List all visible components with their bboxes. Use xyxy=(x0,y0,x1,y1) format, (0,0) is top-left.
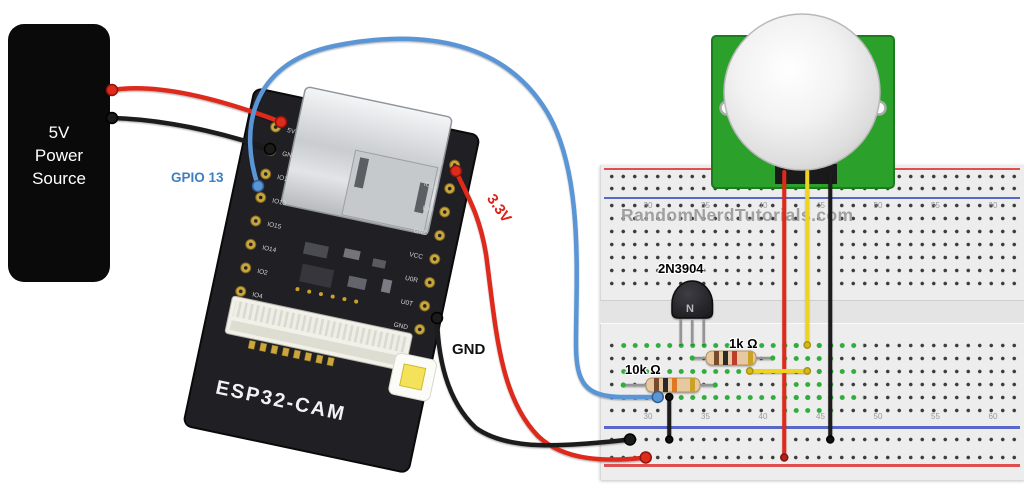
endpoint-pir-gnd xyxy=(826,435,835,444)
column-number: 60 xyxy=(988,201,998,210)
endpoint-gnd-rail xyxy=(623,433,637,446)
column-number: 40 xyxy=(758,201,768,210)
resistor-1k xyxy=(692,350,773,366)
bottom-rail-holes xyxy=(606,433,1018,446)
endpoint-jumper-gnd xyxy=(665,435,674,444)
pin-label: IO16 xyxy=(423,181,439,191)
pin-hole xyxy=(417,327,422,332)
column-number: 45 xyxy=(816,201,825,210)
breadboard-watermark: RandomNerdTutorials.com xyxy=(621,205,854,225)
wire-gpio13 xyxy=(247,36,660,400)
top-rail-blue-line xyxy=(604,196,1020,199)
pin-label: GND xyxy=(413,228,429,238)
endpoint-pir-out xyxy=(803,341,812,349)
endpoint-power-5v xyxy=(105,83,119,97)
pin-hole xyxy=(432,257,437,261)
connected-holes xyxy=(778,338,836,417)
bottom-rail-red-line xyxy=(604,464,1020,467)
endpoint-3v3-rail xyxy=(639,451,652,464)
endpoint-jumper xyxy=(803,367,812,375)
pin-hole xyxy=(253,219,258,223)
wire-endpoints xyxy=(105,83,835,464)
column-number: 45 xyxy=(816,412,825,421)
endpoint-jumper-gnd xyxy=(665,392,674,402)
column-number: 40 xyxy=(758,412,768,421)
pin-hole xyxy=(263,172,268,176)
endpoint-jumper xyxy=(745,367,754,375)
bottom-rail-holes xyxy=(606,451,1018,464)
flash-led-die xyxy=(399,363,427,391)
wires xyxy=(109,36,833,462)
column-number: 55 xyxy=(931,201,940,210)
column-number: 60 xyxy=(988,412,998,421)
pir-sensor xyxy=(711,13,895,189)
endpoint-gpio13-breadboard xyxy=(651,390,664,404)
column-number: 50 xyxy=(873,412,883,421)
pin-hole xyxy=(427,280,432,285)
column-number: 30 xyxy=(643,412,653,421)
column-number: 55 xyxy=(931,412,940,421)
pin-label: U0T xyxy=(400,298,413,307)
transistor-2n3904: N xyxy=(671,280,714,344)
endpoint-3v3-pin xyxy=(449,164,463,178)
column-number: 30 xyxy=(643,201,653,210)
column-number: 50 xyxy=(873,201,883,210)
wire-3v3 xyxy=(453,168,648,462)
pin-label: IO12 xyxy=(277,174,293,184)
pin-label: 5V xyxy=(286,127,296,136)
pin-label: GND xyxy=(393,321,409,331)
endpoint-gnd2-pin xyxy=(430,311,444,325)
pin-label: IO0 xyxy=(422,205,434,214)
connected-hole-dots xyxy=(620,355,776,388)
pin-pads: 5VGNDIO12IO13IO15IO14IO2IO43V3IO16IO0GND… xyxy=(235,121,461,335)
endpoint-power-gnd xyxy=(105,111,119,125)
smd-components xyxy=(295,241,393,304)
pin-label: IO14 xyxy=(262,244,278,254)
endpoint-pir-vcc xyxy=(780,453,789,462)
transistor-legs xyxy=(679,316,705,344)
breadboard-center-channel xyxy=(600,300,1024,324)
pin-label: IO13 xyxy=(272,198,288,208)
solder-pads-row xyxy=(247,340,335,367)
endpoint-5v-pin xyxy=(274,115,288,129)
pin-label: GND xyxy=(281,151,297,161)
wire-power-5v xyxy=(109,86,284,125)
pin-hole xyxy=(243,266,248,270)
resistor-10k xyxy=(623,377,716,393)
pir-dome-lens xyxy=(723,13,881,171)
wire-gnd xyxy=(434,315,633,448)
column-number: 35 xyxy=(701,412,710,421)
pin-hole xyxy=(442,210,447,214)
pin-hole xyxy=(248,242,253,247)
pin-hole xyxy=(447,186,452,191)
transistor-body xyxy=(671,280,714,319)
sd-slot-cutout xyxy=(414,182,430,214)
pin-hole xyxy=(437,233,442,238)
transistor-marking: N xyxy=(686,303,694,315)
endpoint-gpio13-pin xyxy=(251,179,265,193)
camera-connector xyxy=(224,295,413,372)
pin-label: IO4 xyxy=(252,291,264,300)
pin-hole xyxy=(422,304,427,308)
pin-hole xyxy=(258,195,263,200)
pin-label: VCC xyxy=(409,251,424,261)
pin-label: IO15 xyxy=(267,221,283,231)
endpoint-gnd-pin xyxy=(263,142,277,156)
power-source-box xyxy=(8,24,110,282)
column-number: 35 xyxy=(701,201,710,210)
breadboard-holes-top xyxy=(606,198,1018,290)
pin-label: U0R xyxy=(404,275,418,285)
pin-hole xyxy=(238,289,243,294)
pin-label: IO2 xyxy=(257,268,269,277)
bottom-rail-blue-line xyxy=(604,426,1020,429)
pin-label: 3V3 xyxy=(431,158,444,167)
sd-slot-cutout xyxy=(354,157,370,189)
